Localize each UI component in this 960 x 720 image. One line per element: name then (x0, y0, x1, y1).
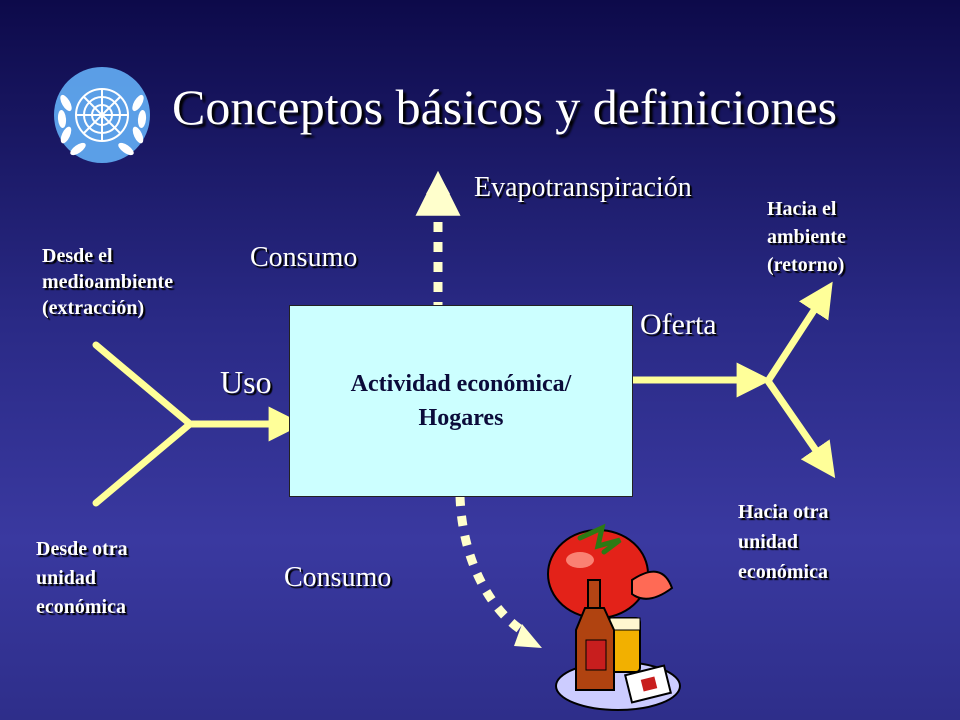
to-other-unit-label: Hacia otra unidad económica (738, 501, 829, 583)
consumo-bottom-label: Consumo (284, 562, 392, 593)
to-environment-label: Hacia el ambiente (retorno) (767, 198, 846, 276)
economic-activity-box: Actividad económica/ Hogares (289, 305, 633, 497)
box-line-2: Hogares (418, 405, 504, 431)
consumo-top-label: Consumo (250, 242, 358, 273)
box-line-1: Actividad económica/ (350, 371, 572, 397)
un-emblem-icon (54, 67, 150, 163)
consumption-arrow (455, 495, 527, 636)
page-title: Conceptos básicos y definiciones (172, 79, 838, 135)
oferta-label: Oferta (640, 308, 717, 341)
outflow-arm-down (765, 379, 836, 479)
outflow-arm-up (765, 281, 833, 383)
uso-label: Uso (220, 364, 272, 400)
inflow-arm-bottom (92, 420, 194, 507)
inflow-arm-top (92, 341, 194, 428)
from-environment-label: Desde el medioambiente (extracción) (42, 245, 174, 319)
consumption-arrowhead (514, 624, 542, 648)
from-other-unit-label: Desde otra unidad económica (36, 538, 128, 618)
tomato-beer-glass-icon (547, 523, 681, 711)
evapotranspiration-arrowhead (426, 172, 450, 194)
evapotranspiration-label: Evapotranspiración (474, 172, 692, 203)
